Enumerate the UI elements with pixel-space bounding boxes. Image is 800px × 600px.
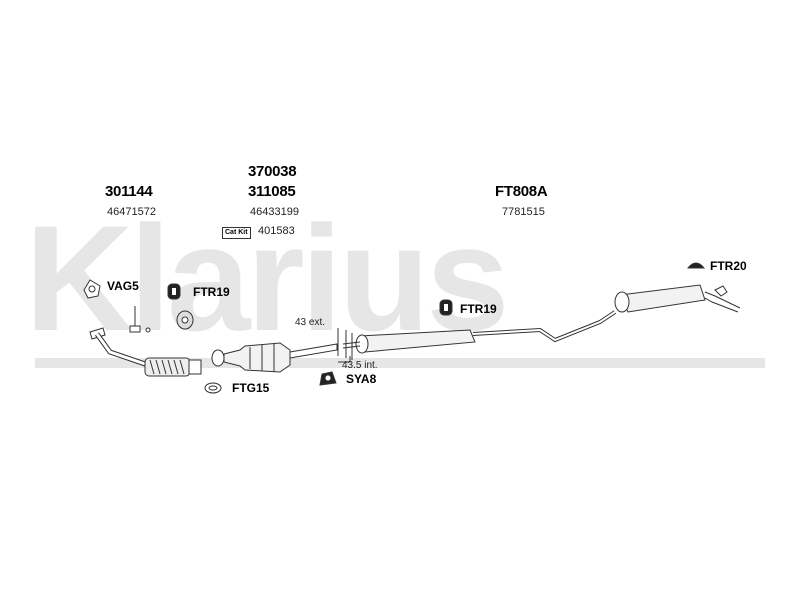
ftg15-icon bbox=[204, 382, 222, 394]
catalytic-converter bbox=[211, 342, 338, 373]
front-pipe bbox=[89, 327, 202, 377]
ftr19-icon-a bbox=[167, 283, 194, 330]
label-vag5: VAG5 bbox=[107, 279, 139, 293]
part-code-311085: 311085 bbox=[248, 183, 296, 200]
label-ftr19-a: FTR19 bbox=[193, 285, 230, 299]
sensor-bracket bbox=[129, 306, 151, 333]
catkit-badge: Cat Kit bbox=[222, 227, 251, 239]
part-code-ft808a: FT808A bbox=[495, 183, 548, 200]
ftr20-icon bbox=[686, 262, 706, 269]
dimension-ext: 43 ext. bbox=[295, 317, 326, 328]
rear-pipe bbox=[472, 310, 617, 343]
oe-number-46433199: 46433199 bbox=[250, 206, 299, 218]
label-ftg15: FTG15 bbox=[232, 381, 270, 395]
label-sya8: SYA8 bbox=[346, 372, 377, 386]
oe-number-7781515: 7781515 bbox=[502, 206, 545, 218]
label-ftr19-b: FTR19 bbox=[460, 302, 497, 316]
label-ftr20: FTR20 bbox=[710, 259, 747, 273]
rear-silencer bbox=[614, 284, 741, 313]
vag5-icon bbox=[83, 279, 101, 299]
part-code-301144: 301144 bbox=[105, 183, 153, 200]
dimension-markers bbox=[337, 328, 353, 363]
watermark-underline bbox=[35, 358, 765, 368]
ftr19-icon-b bbox=[439, 299, 453, 316]
dimension-int: 43.5 int. bbox=[342, 360, 378, 371]
catkit-number: 401583 bbox=[258, 225, 295, 237]
part-code-370038: 370038 bbox=[248, 163, 297, 180]
oe-number-46471572: 46471572 bbox=[107, 206, 156, 218]
sya8-icon bbox=[319, 371, 337, 386]
